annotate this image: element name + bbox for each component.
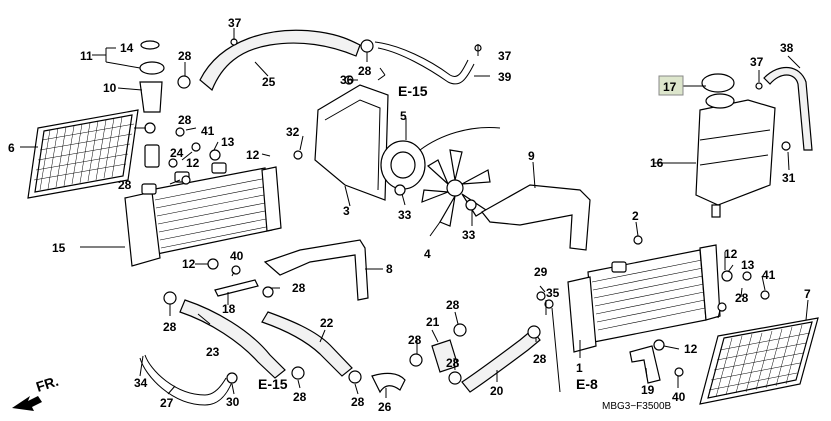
ref-e15-top[interactable]: E-15 [398, 83, 428, 99]
label-10[interactable]: 10 [103, 81, 117, 95]
label-31[interactable]: 31 [782, 171, 796, 185]
label-4[interactable]: 4 [424, 247, 431, 261]
fan-blade [421, 149, 491, 227]
small-parts [139, 38, 791, 385]
hose-27 [139, 354, 233, 406]
label-28[interactable]: 28 [735, 291, 749, 305]
ref-e15-bottom[interactable]: E-15 [258, 376, 288, 392]
label-23[interactable]: 23 [206, 345, 220, 359]
label-28[interactable]: 28 [351, 395, 365, 409]
label-17[interactable]: 17 [663, 80, 677, 94]
label-25[interactable]: 25 [262, 75, 276, 89]
label-6[interactable]: 6 [8, 141, 15, 155]
ref-e8[interactable]: E-8 [576, 376, 598, 392]
label-20[interactable]: 20 [490, 384, 504, 398]
label-28[interactable]: 28 [446, 356, 460, 370]
label-11[interactable]: 11 [80, 49, 93, 63]
label-28[interactable]: 28 [292, 281, 306, 295]
hose-25 [199, 29, 361, 91]
left-radiator [124, 162, 282, 267]
label-13[interactable]: 13 [221, 135, 235, 149]
label-3[interactable]: 3 [343, 204, 350, 218]
label-12[interactable]: 12 [684, 342, 698, 356]
label-30[interactable]: 30 [226, 395, 240, 409]
label-12[interactable]: 12 [724, 247, 738, 261]
hose-23 [179, 299, 286, 379]
hose-26 [371, 372, 406, 394]
bracket-9 [481, 184, 591, 251]
label-39[interactable]: 39 [498, 70, 512, 84]
diagram-code: MBG3−F3500B [602, 401, 672, 412]
label-18[interactable]: 18 [222, 302, 236, 316]
label-28[interactable]: 28 [178, 113, 192, 127]
front-direction-arrow [12, 396, 42, 411]
label-28[interactable]: 28 [293, 390, 307, 404]
hose-20 [461, 329, 541, 393]
label-37[interactable]: 37 [228, 16, 242, 30]
reserve-tank [695, 73, 776, 218]
label-28[interactable]: 28 [118, 178, 132, 192]
label-2[interactable]: 2 [632, 209, 639, 223]
label-28[interactable]: 28 [408, 333, 422, 347]
front-marker-text: FR. [34, 373, 60, 395]
label-27[interactable]: 27 [160, 396, 174, 410]
label-12[interactable]: 12 [186, 156, 200, 170]
hose-39 [374, 41, 475, 85]
label-32[interactable]: 32 [286, 125, 300, 139]
leader-lines [20, 28, 809, 398]
label-34[interactable]: 34 [134, 376, 148, 390]
label-28[interactable]: 28 [533, 352, 547, 366]
bracket-8 [263, 239, 369, 301]
label-7[interactable]: 7 [804, 287, 811, 301]
label-36[interactable]: 36 [340, 73, 354, 87]
label-1[interactable]: 1 [576, 361, 583, 375]
hose-22 [261, 311, 353, 377]
label-26[interactable]: 26 [378, 400, 392, 414]
label-21[interactable]: 21 [426, 315, 440, 329]
label-13[interactable]: 13 [741, 258, 755, 272]
label-19[interactable]: 19 [641, 383, 655, 397]
label-41[interactable]: 41 [201, 124, 215, 138]
label-40[interactable]: 40 [230, 249, 244, 263]
right-radiator [567, 244, 721, 353]
hose-21 [431, 339, 459, 373]
label-8[interactable]: 8 [386, 262, 393, 276]
left-radiator-grille [27, 109, 139, 199]
label-28[interactable]: 28 [163, 320, 177, 334]
right-radiator-grille [699, 317, 819, 405]
label-28[interactable]: 28 [358, 64, 372, 78]
label-33[interactable]: 33 [398, 208, 412, 222]
fan-motor [380, 126, 501, 190]
label-40[interactable]: 40 [672, 390, 686, 404]
label-24[interactable]: 24 [170, 146, 184, 160]
label-28[interactable]: 28 [178, 49, 192, 63]
label-15[interactable]: 15 [52, 241, 66, 255]
label-14[interactable]: 14 [120, 41, 134, 55]
label-12[interactable]: 12 [182, 257, 196, 271]
label-28[interactable]: 28 [446, 298, 460, 312]
label-16[interactable]: 16 [650, 156, 664, 170]
label-41[interactable]: 41 [762, 268, 776, 282]
hose-38 [763, 67, 813, 151]
part-number-labels: 14 11 28 10 37 25 28 36 E-15 5 37 39 6 2… [8, 16, 811, 414]
part-17-highlight [658, 75, 684, 96]
label-38[interactable]: 38 [780, 41, 794, 55]
label-22[interactable]: 22 [320, 316, 334, 330]
label-12[interactable]: 12 [246, 148, 260, 162]
label-33[interactable]: 33 [462, 228, 476, 242]
label-37[interactable]: 37 [750, 55, 764, 69]
label-9[interactable]: 9 [528, 149, 535, 163]
label-29[interactable]: 29 [534, 265, 548, 279]
fan-shroud [314, 84, 389, 201]
label-37[interactable]: 37 [498, 49, 512, 63]
label-5[interactable]: 5 [400, 109, 407, 123]
label-35[interactable]: 35 [546, 286, 560, 300]
